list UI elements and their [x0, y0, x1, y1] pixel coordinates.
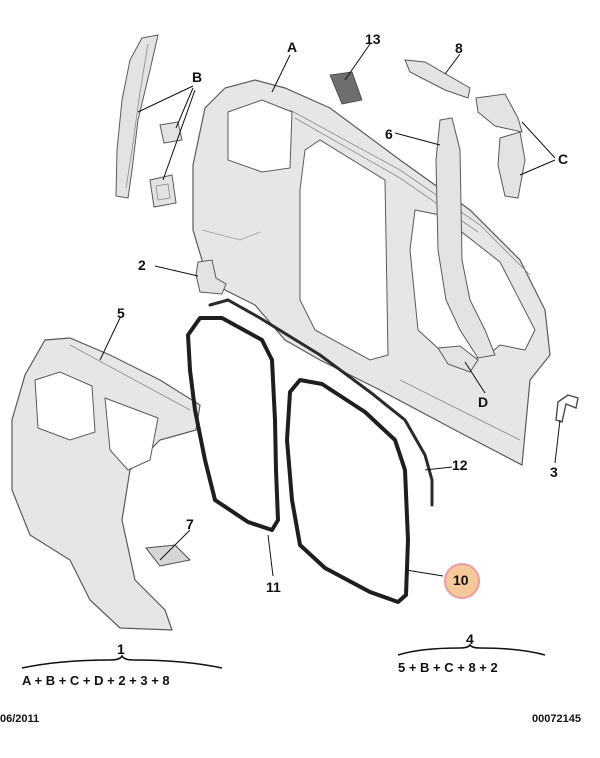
- callout-4[interactable]: 4: [466, 631, 474, 647]
- callout-3[interactable]: 3: [550, 464, 558, 480]
- part-3-bracket: [555, 394, 579, 423]
- side-panel-a: [192, 79, 551, 466]
- callout-13[interactable]: 13: [365, 31, 381, 47]
- callout-1[interactable]: 1: [117, 641, 125, 657]
- callout-5[interactable]: 5: [117, 305, 125, 321]
- part-d-bracket: [437, 345, 479, 373]
- highlight-part-10: [444, 563, 480, 599]
- part-2-bracket: [195, 259, 227, 295]
- callout-10[interactable]: 10: [453, 572, 469, 588]
- callout-8[interactable]: 8: [455, 40, 463, 56]
- callout-11[interactable]: 11: [266, 579, 281, 595]
- callout-c[interactable]: C: [558, 151, 569, 167]
- assembly-1-formula: A + B + C + D + 2 + 3 + 8: [22, 673, 170, 688]
- part-10-seal: [285, 378, 410, 604]
- reinforcement-b-strip: [115, 34, 183, 208]
- reinforcement-c: [475, 93, 526, 199]
- callout-6[interactable]: 6: [385, 126, 393, 142]
- callout-b[interactable]: B: [192, 69, 203, 85]
- assembly-4-formula: 5 + B + C + 8 + 2: [398, 660, 498, 675]
- part-7-bracket: [145, 544, 192, 567]
- footer-code: 00072145: [532, 713, 581, 725]
- callout-12[interactable]: 12: [452, 457, 468, 473]
- brace-assembly-1: [21, 654, 223, 669]
- callout-2[interactable]: 2: [138, 257, 146, 273]
- callout-d[interactable]: D: [478, 394, 489, 410]
- part-12-seal: [208, 298, 434, 507]
- part-11-seal: [186, 316, 280, 532]
- part-5-rear-panel: [11, 337, 201, 631]
- part-13-pad: [329, 71, 363, 105]
- part-6-pillar: [435, 117, 496, 359]
- brace-assembly-4: [397, 643, 546, 656]
- part-8-strip: [404, 59, 471, 99]
- callout-7[interactable]: 7: [186, 516, 194, 532]
- callout-a[interactable]: A: [287, 39, 298, 55]
- footer-date: 06/2011: [0, 713, 40, 725]
- leader-lines: [99, 43, 561, 577]
